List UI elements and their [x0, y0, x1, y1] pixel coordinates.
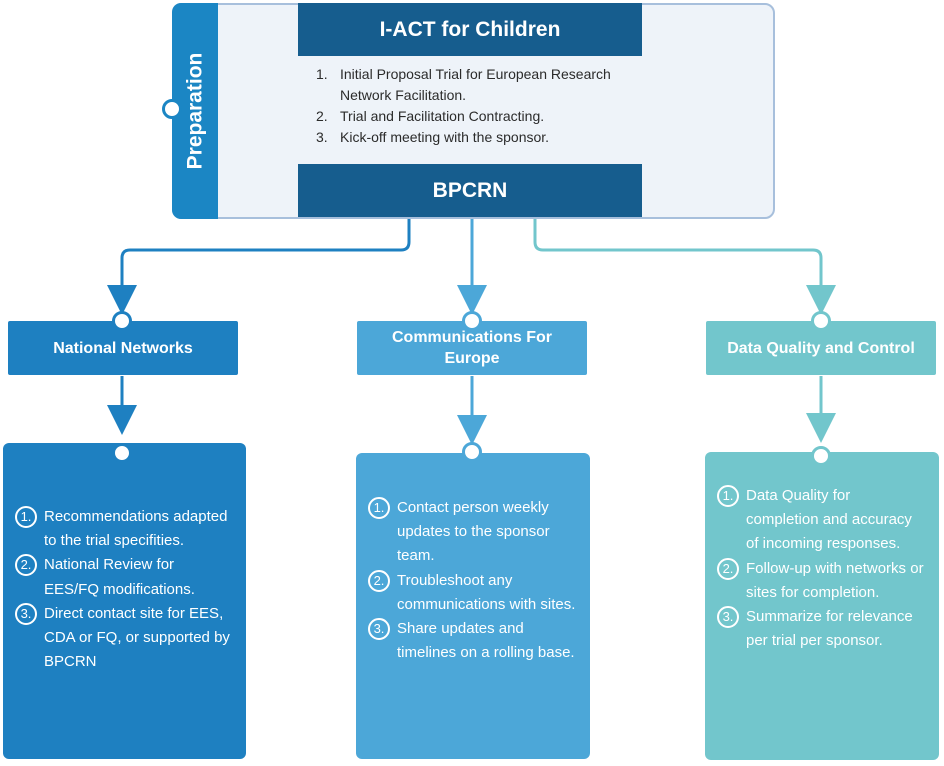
preparation-label: Preparation: [183, 52, 207, 170]
preparation-step: 2.Trial and Facilitation Contracting.: [316, 108, 545, 124]
preparation-step: 3.Kick-off meeting with the sponsor.: [316, 129, 550, 145]
preparation-step: 1.Initial Proposal Trial for European Re…: [316, 66, 611, 103]
data-quality-card: 1.Data Quality for completion and accura…: [705, 452, 939, 760]
list-item: 2.National Review for EES/FQ modificatio…: [15, 553, 232, 601]
number-badge: 1.: [368, 497, 390, 519]
number-badge: 2.: [368, 569, 390, 592]
list-item: 2.Follow-up with networks or sites for c…: [717, 557, 925, 605]
number-badge: 2.: [15, 554, 37, 577]
connector-knob: [112, 311, 132, 331]
list-item: 1.Data Quality for completion and accura…: [717, 484, 925, 557]
number-badge: 2.: [717, 557, 739, 580]
preparation-knob: [162, 99, 182, 119]
number-badge: 3.: [368, 618, 390, 641]
preparation-steps: 1.Initial Proposal Trial for European Re…: [316, 64, 646, 148]
communications-card: 1.Contact person weekly updates to the s…: [356, 453, 590, 759]
connector-to-national-networks: [107, 217, 411, 315]
connector-knob: [462, 311, 482, 331]
list-item: 3.Share updates and timelines on a rolli…: [368, 617, 576, 665]
list-item: 3.Direct contact site for EES, CDA or FQ…: [15, 602, 232, 675]
bpcrn-bar: BPCRN: [298, 164, 642, 217]
number-badge: 1.: [717, 485, 739, 507]
national-networks-card: 1.Recommendations adapted to the trial s…: [3, 443, 246, 759]
diagram-title: I-ACT for Children: [298, 3, 642, 56]
list-item: 1.Contact person weekly updates to the s…: [368, 496, 576, 569]
number-badge: 1.: [15, 506, 37, 528]
list-item: 3.Summarize for relevance per trial per …: [717, 605, 925, 653]
communications-header: Communications For Europe: [357, 321, 587, 375]
connector-knob: [112, 443, 132, 463]
list-item: 1.Recommendations adapted to the trial s…: [15, 505, 232, 553]
number-badge: 3.: [15, 602, 37, 625]
connector-knob: [811, 311, 831, 331]
list-item: 2.Troubleshoot any communications with s…: [368, 569, 576, 617]
connector-knob: [462, 442, 482, 462]
connector-knob: [811, 446, 831, 466]
number-badge: 3.: [717, 606, 739, 629]
connector-to-data-quality: [533, 217, 836, 315]
